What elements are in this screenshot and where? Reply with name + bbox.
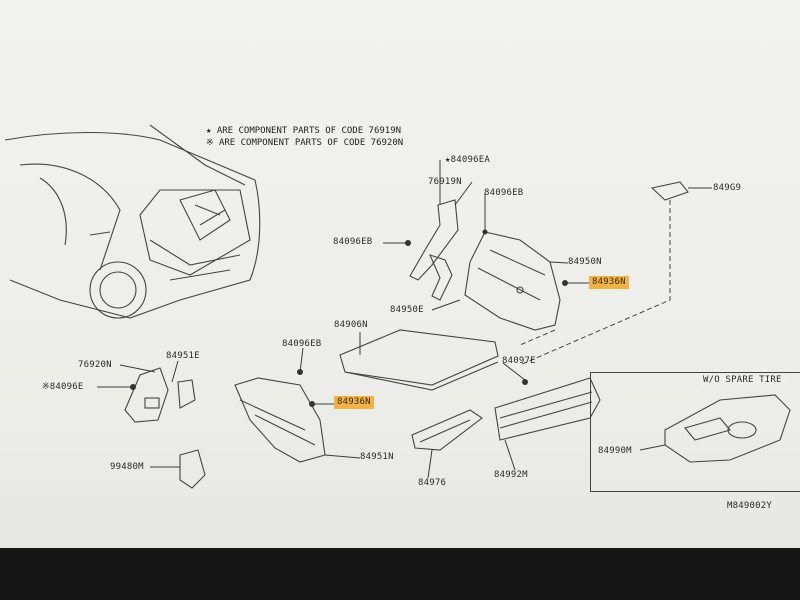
- label-84990M: 84990M: [598, 446, 632, 456]
- part-84906N-shape: [339, 329, 499, 386]
- part-76919N-shape: [409, 199, 459, 281]
- label-84992M: 84992M: [494, 470, 528, 480]
- diagram-code: M849002Y: [727, 501, 772, 511]
- label-84976: 84976: [418, 478, 447, 488]
- label-84950E: 84950E: [390, 305, 424, 315]
- label-76919N: 76919N: [428, 177, 462, 187]
- label-84096E: ※84096E: [42, 382, 84, 392]
- label-84936N-right: 84936N: [589, 276, 629, 289]
- part-84992M-shape: [494, 377, 601, 441]
- label-99480M: 99480M: [110, 462, 144, 472]
- label-84951E: 84951E: [166, 351, 200, 361]
- inset-box: [590, 372, 800, 492]
- label-84936N-mid: 84936N: [334, 396, 374, 409]
- label-84096EB-mid: 84096EB: [282, 339, 322, 349]
- label-84906N: 84906N: [334, 320, 368, 330]
- label-84950N: 84950N: [568, 257, 602, 267]
- label-84096EB-left: 84096EB: [333, 237, 373, 247]
- monitor-bezel: [0, 548, 800, 600]
- label-84096EA: ★84096EA: [445, 155, 490, 165]
- note-asterisk-76920N: ※ ARE COMPONENT PARTS OF CODE 76920N: [206, 138, 404, 148]
- label-849G9: 849G9: [713, 183, 742, 193]
- label-84951N: 84951N: [360, 452, 394, 462]
- label-76920N: 76920N: [78, 360, 112, 370]
- vehicle-outline: [4, 124, 261, 319]
- part-84990M-shape: [664, 394, 791, 463]
- parts-drawing: [4, 124, 791, 489]
- label-84097E: 84097E: [502, 356, 536, 366]
- label-84096EB-top: 84096EB: [484, 188, 524, 198]
- inset-title: W/O SPARE TIRE: [700, 375, 785, 386]
- note-star-76919N: ★ ARE COMPONENT PARTS OF CODE 76919N: [206, 126, 402, 136]
- part-84951N-shape: [234, 377, 326, 463]
- part-84950N-shape: [464, 231, 561, 331]
